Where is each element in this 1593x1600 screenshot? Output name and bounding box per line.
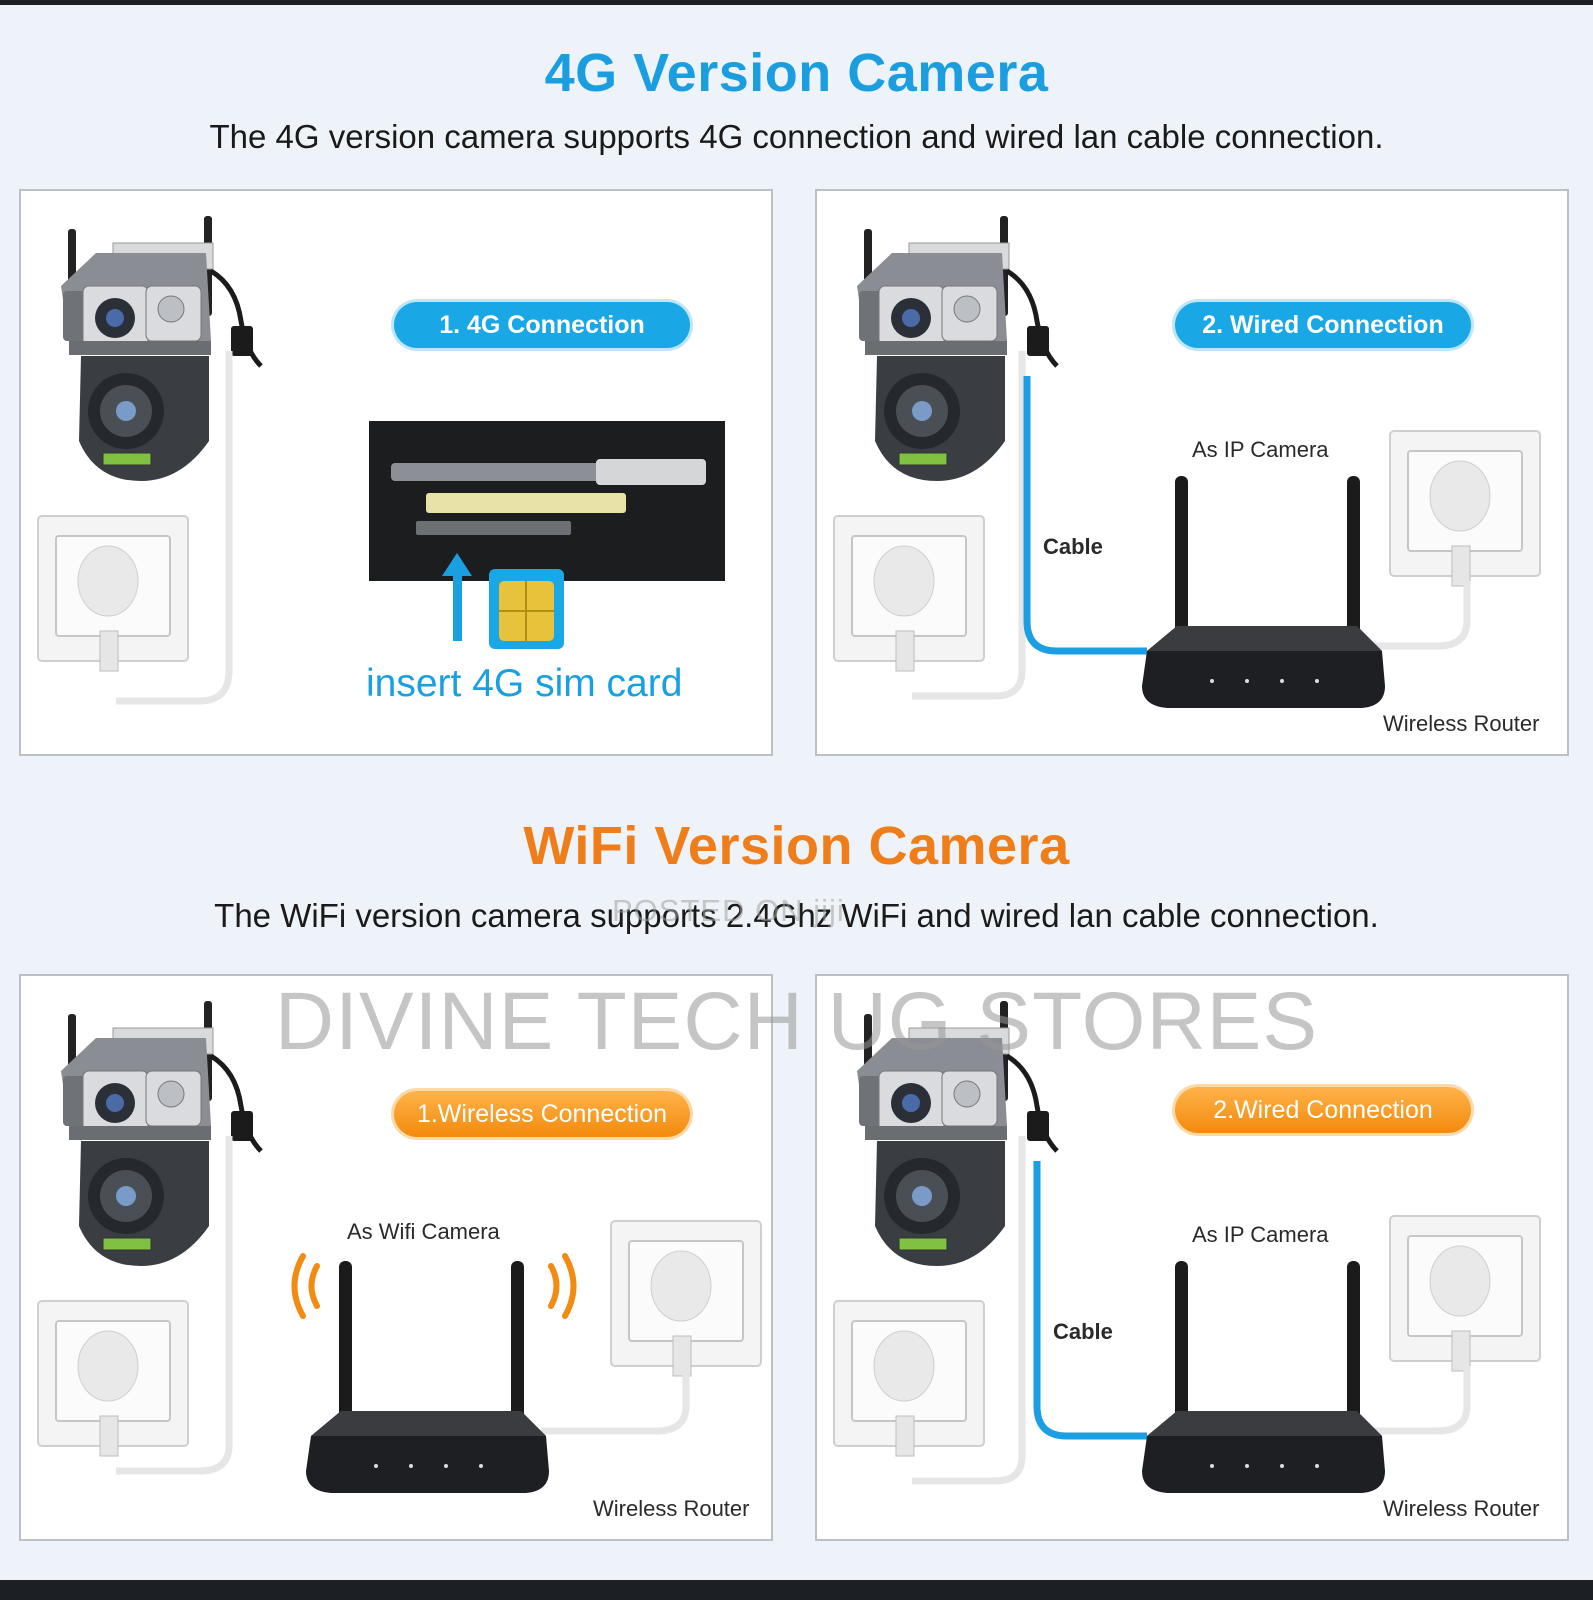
- router-icon: [1142, 1261, 1385, 1493]
- store-watermark: DIVINE TECH UG STORES: [274, 976, 1319, 1067]
- panel-4g-wired: 2. Wired Connection As IP Camera Cable W…: [815, 189, 1569, 756]
- as-wifi-camera-label: As Wifi Camera: [347, 1219, 500, 1244]
- power-socket-icon: [1389, 430, 1541, 587]
- section-4g-title: 4G Version Camera: [544, 43, 1049, 103]
- section-4g-subtitle: The 4G version camera supports 4G connec…: [209, 118, 1384, 155]
- cable-label: Cable: [1053, 1319, 1113, 1344]
- lan-cable: [1033, 1161, 1147, 1440]
- as-ip-camera-label: As IP Camera: [1192, 437, 1329, 462]
- pill-wireless-connection: 1.Wireless Connection: [394, 1091, 690, 1137]
- panel-wifi-wired: 2.Wired Connection As IP Camera Cable Wi…: [815, 974, 1569, 1541]
- section-wifi-title: WiFi Version Camera: [523, 816, 1070, 876]
- power-socket-icon: [37, 1300, 189, 1457]
- pill-wired-connection: 2.Wired Connection: [1175, 1087, 1471, 1133]
- wifi-diagram: [37, 976, 762, 1493]
- power-socket-icon: [1389, 1215, 1541, 1372]
- as-ip-camera-label: As IP Camera: [1192, 1222, 1329, 1247]
- sim-caption: insert 4G sim card: [366, 662, 683, 705]
- wireless-router-label: Wireless Router: [1383, 1496, 1540, 1521]
- cable-label: Cable: [1043, 534, 1103, 559]
- power-socket-icon: [610, 1220, 762, 1377]
- pill-4g-connection: 1. 4G Connection: [394, 302, 690, 348]
- section-wifi-subtitle: The WiFi version camera supports 2.4Ghz …: [214, 897, 1379, 934]
- posted-watermark: POSTED ON jiji: [612, 893, 845, 928]
- router-icon: [306, 1261, 549, 1493]
- power-socket-icon: [37, 515, 189, 672]
- arrow-up-icon: [453, 571, 462, 641]
- wifi-signal-icon: [291, 1253, 577, 1319]
- pill-wired-connection: 2. Wired Connection: [1175, 302, 1471, 348]
- wireless-router-label: Wireless Router: [1383, 711, 1540, 736]
- top-bar: [0, 0, 1593, 5]
- camera-diagram-4g: [37, 191, 725, 705]
- panel-wifi-wireless: 1.Wireless Connection As Wifi Camera Wir…: [19, 974, 773, 1541]
- panel-4g-connection: 1. 4G Connection insert 4G sim card: [19, 189, 773, 756]
- wireless-router-label: Wireless Router: [593, 1496, 750, 1521]
- power-socket-icon: [833, 1300, 985, 1457]
- router-icon: [1142, 476, 1385, 708]
- power-socket-icon: [833, 515, 985, 672]
- lan-cable: [1023, 376, 1147, 655]
- router-diagram-4g: [833, 191, 1541, 708]
- bottom-bar: [0, 1580, 1593, 1600]
- router-diagram-wifi: [833, 976, 1541, 1493]
